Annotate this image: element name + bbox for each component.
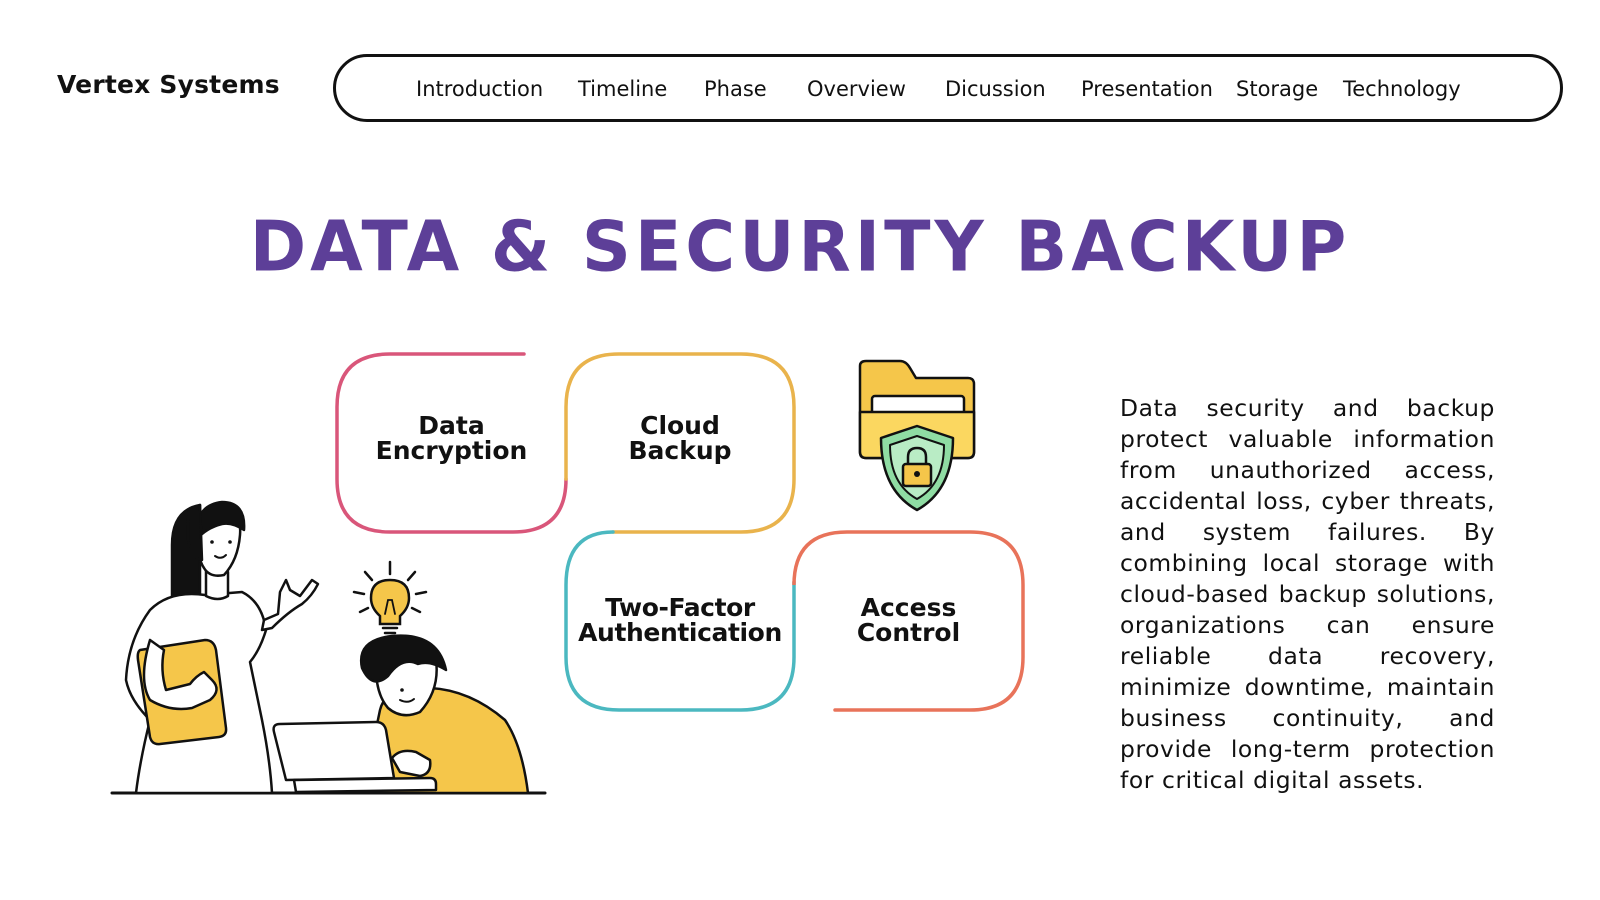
nav-overview[interactable]: Overview <box>807 77 906 101</box>
secure-folder-icon <box>858 359 976 512</box>
tile-outline-two-factor <box>564 530 796 712</box>
tile-outline-cloud-backup <box>564 352 796 534</box>
people-illustration <box>110 500 547 795</box>
tile-label-line2: Authentication <box>578 618 782 647</box>
tile-two-factor-authentication: Two-Factor Authentication <box>566 595 794 645</box>
tile-outline-data-encryption <box>335 352 568 534</box>
nav-introduction[interactable]: Introduction <box>416 77 544 101</box>
tile-data-encryption: Data Encryption <box>337 413 566 463</box>
tile-label-line2: Control <box>856 618 961 647</box>
nav-dicussion[interactable]: Dicussion <box>945 77 1046 101</box>
nav-timeline[interactable]: Timeline <box>578 77 668 101</box>
page-title: DATA & SECURITY BACKUP <box>249 207 1351 288</box>
tile-label-line2: Encryption <box>375 436 528 465</box>
description-text: Data security and backup protect valuabl… <box>1120 394 1495 795</box>
nav-technology[interactable]: Technology <box>1343 77 1461 101</box>
nav-storage[interactable]: Storage <box>1236 77 1319 101</box>
tile-label-line1: Two-Factor <box>605 593 755 622</box>
tile-cloud-backup: Cloud Backup <box>566 413 794 463</box>
tile-label-line1: Cloud <box>640 411 720 440</box>
tile-access-control: Access Control <box>794 595 1023 645</box>
nav-phase[interactable]: Phase <box>704 77 767 101</box>
brand-name: Vertex Systems <box>57 70 280 99</box>
tile-label-line2: Backup <box>628 436 732 465</box>
tile-label-line1: Access <box>860 593 957 622</box>
tile-outline-access-control <box>792 530 1025 712</box>
top-nav: Introduction Timeline Phase Overview Dic… <box>333 54 1563 122</box>
lightbulb-icon <box>352 560 428 635</box>
nav-presentation[interactable]: Presentation <box>1081 77 1213 101</box>
tile-label-line1: Data <box>418 411 485 440</box>
